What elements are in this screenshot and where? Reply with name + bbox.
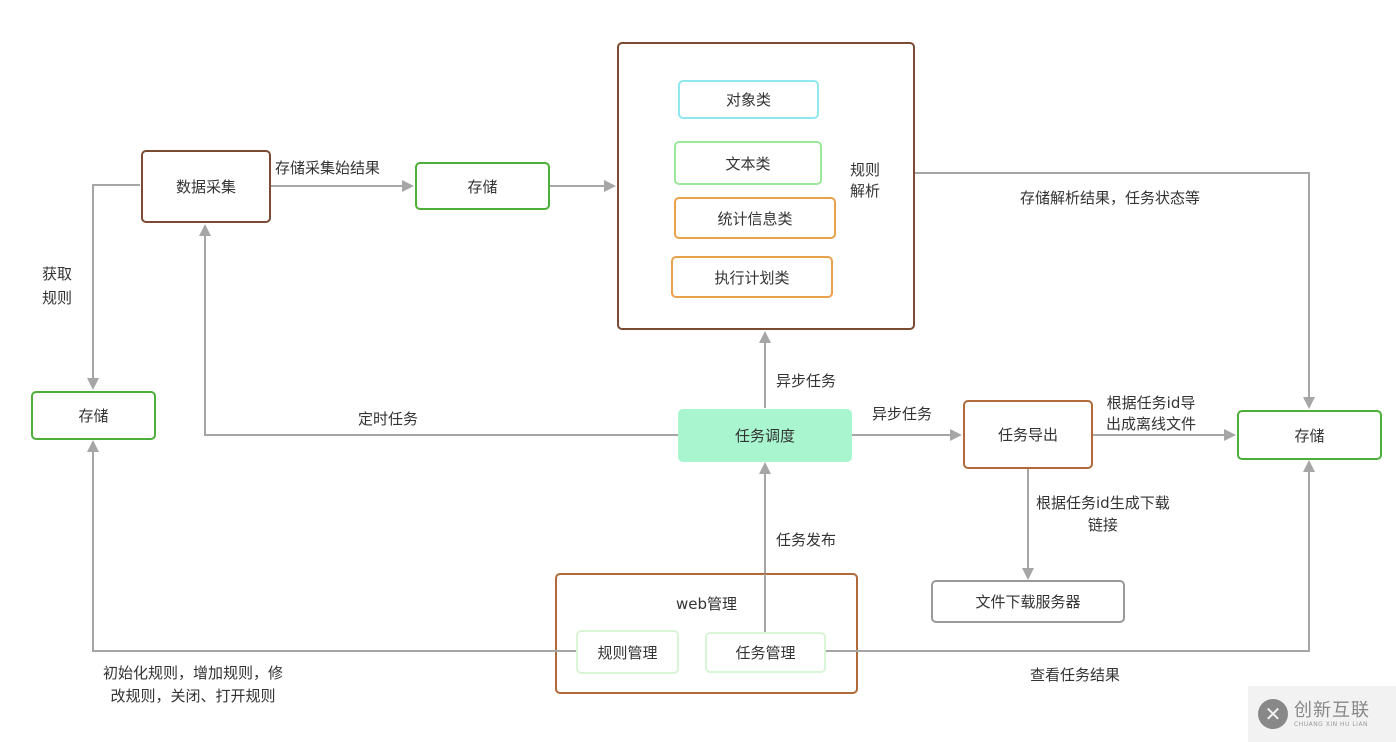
storage-left-node[interactable]: 存储: [31, 391, 156, 440]
edge-label-export-offline-file: 根据任务id导 出成离线文件: [1106, 394, 1197, 433]
edge-label-rule-ops: 初始化规则，增加规则，修 改规则，关闭、打开规则: [103, 664, 284, 705]
exec-plan-class-node[interactable]: 执行计划类: [671, 256, 833, 298]
task-export-node[interactable]: 任务导出: [963, 400, 1093, 469]
rule-parse-label: 规则 解析: [850, 161, 881, 200]
edge-label-scheduled-task: 定时任务: [358, 410, 419, 428]
stats-class-label: 统计信息类: [717, 209, 793, 228]
edge-label-generate-download-link: 根据任务id生成下载 链接: [1036, 494, 1170, 534]
edge-parse-to-right-storage: [914, 172, 1315, 409]
edge-label-async-task-right: 异步任务: [872, 405, 933, 423]
data-collect-node[interactable]: 数据采集: [141, 150, 271, 223]
storage-top-node[interactable]: 存储: [415, 162, 550, 210]
edge-label-task-publish: 任务发布: [776, 531, 837, 549]
edge-collect-to-left-storage: [87, 184, 140, 390]
data-collect-label: 数据采集: [175, 178, 236, 196]
watermark-en: CHUANG XIN HU LIAN: [1294, 720, 1369, 728]
brand-logo-icon: ✕: [1258, 699, 1288, 729]
storage-top-label: 存储: [467, 177, 498, 196]
web-manage-label: web管理: [675, 595, 738, 613]
rule-manage-label: 规则管理: [597, 643, 658, 662]
text-class-node[interactable]: 文本类: [674, 141, 822, 185]
edge-label-get-rules: 获取 规则: [42, 265, 73, 307]
stats-class-node[interactable]: 统计信息类: [674, 197, 836, 239]
watermark-cn: 创新互联: [1294, 699, 1370, 721]
edge-label-async-task-up: 异步任务: [776, 372, 837, 390]
text-class-label: 文本类: [725, 154, 771, 173]
object-class-node[interactable]: 对象类: [678, 80, 819, 119]
edge-label-store-raw-result: 存储采集始结果: [275, 159, 381, 177]
task-manage-node[interactable]: 任务管理: [705, 632, 826, 673]
storage-right-node[interactable]: 存储: [1237, 410, 1382, 460]
edge-rulemgr-to-left-storage: [87, 440, 576, 652]
task-schedule-label: 任务调度: [734, 427, 795, 445]
edge-label-view-task-result: 查看任务结果: [1030, 666, 1121, 684]
task-export-label: 任务导出: [997, 426, 1058, 444]
edge-label-store-parse-result: 存储解析结果，任务状态等: [1020, 189, 1201, 207]
watermark: ✕ 创新互联 CHUANG XIN HU LIAN: [1248, 686, 1396, 742]
storage-left-label: 存储: [78, 407, 109, 425]
edge-taskmgr-to-right-storage: [826, 460, 1315, 652]
task-manage-label: 任务管理: [735, 644, 796, 662]
rule-manage-node[interactable]: 规则管理: [576, 630, 679, 674]
storage-right-label: 存储: [1294, 426, 1325, 445]
file-download-server-label: 文件下载服务器: [975, 593, 1081, 611]
exec-plan-class-label: 执行计划类: [714, 268, 790, 287]
object-class-label: 对象类: [725, 91, 771, 109]
task-schedule-node[interactable]: 任务调度: [678, 409, 852, 462]
edge-schedule-to-collect: [199, 224, 678, 436]
file-download-server-node[interactable]: 文件下载服务器: [931, 580, 1125, 623]
